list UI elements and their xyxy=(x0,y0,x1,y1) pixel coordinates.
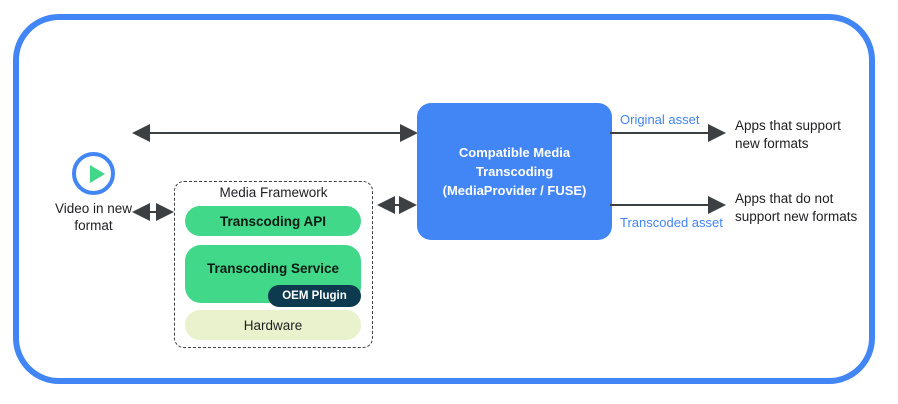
video-to-cmt-arrow xyxy=(132,124,418,142)
original-asset-label: Original asset xyxy=(620,112,700,127)
oem-plugin-label: OEM Plugin xyxy=(282,290,347,302)
video-source-caption: Video in new format xyxy=(54,201,133,233)
transcoding-api-label: Transcoding API xyxy=(219,213,327,229)
framework-to-cmt-arrow xyxy=(377,196,417,214)
apps-that-support-new-formats-label: Apps that support new formats xyxy=(735,118,841,151)
play-circle-icon xyxy=(72,152,115,195)
transcoded-asset-label: Transcoded asset xyxy=(620,215,723,230)
media-framework-container xyxy=(174,181,373,348)
cmt-to-apps-support-arrow xyxy=(610,124,726,142)
compatible-media-transcoding-box: Compatible Media Transcoding (MediaProvi… xyxy=(417,103,612,240)
media-framework-title: Media Framework xyxy=(219,185,328,200)
transcoding-api-box: Transcoding API xyxy=(185,206,361,236)
hardware-label: Hardware xyxy=(243,317,303,333)
hardware-box: Hardware xyxy=(185,310,361,340)
apps-that-do-not-support-new-formats-label: Apps that do not support new formats xyxy=(735,191,858,224)
compatible-media-transcoding-label: Compatible Media Transcoding (MediaProvi… xyxy=(442,145,587,198)
cmt-to-apps-no-support-arrow xyxy=(610,196,726,214)
video-to-framework-arrow xyxy=(132,203,174,221)
oem-plugin-badge: OEM Plugin xyxy=(268,285,361,307)
play-triangle-icon xyxy=(90,165,105,183)
transcoding-service-label: Transcoding Service xyxy=(206,260,340,276)
